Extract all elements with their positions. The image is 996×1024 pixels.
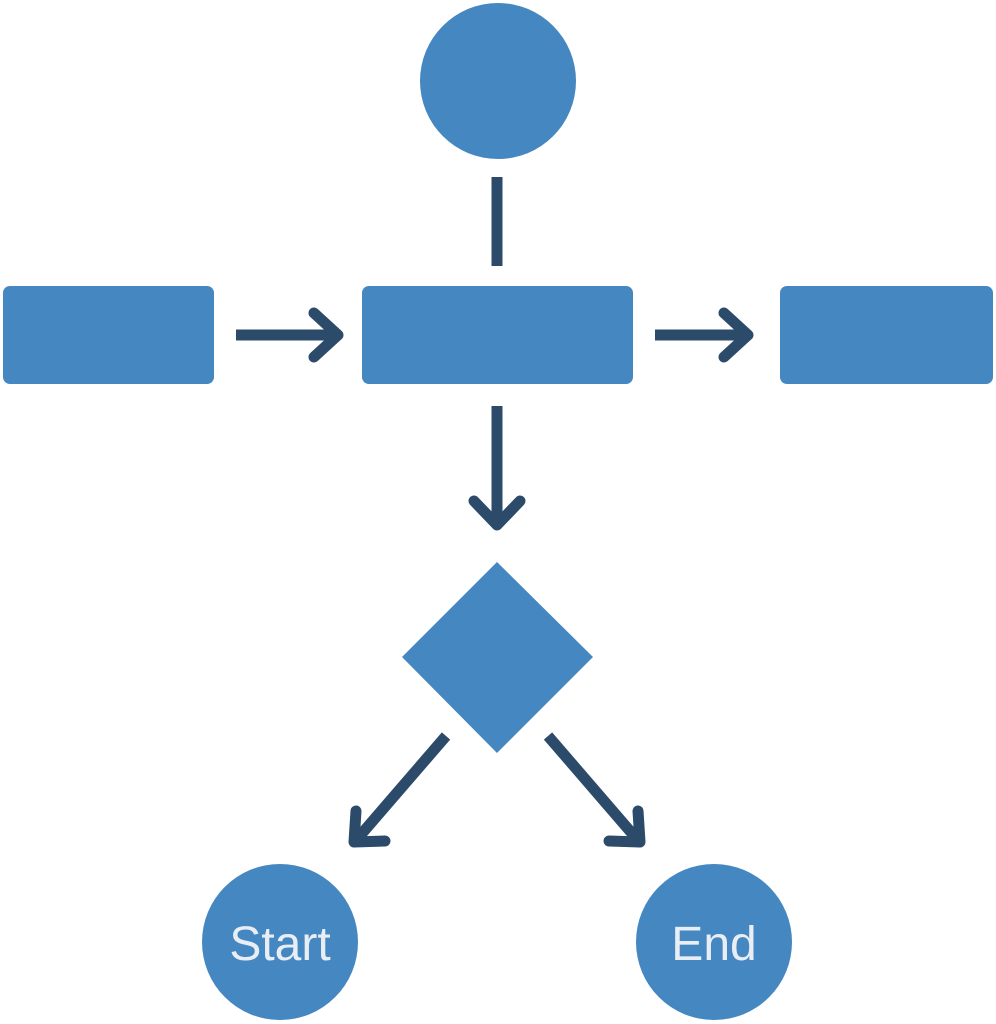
connector-decision-to-start	[348, 732, 451, 848]
arrowhead-icon	[468, 495, 526, 531]
left-box-node	[3, 286, 214, 384]
end-label: End	[671, 918, 756, 971]
arrowhead-icon	[348, 805, 391, 848]
center-box-node	[362, 286, 633, 384]
right-box-node	[780, 286, 993, 384]
arrowhead-icon	[603, 805, 646, 848]
arrowhead-icon	[718, 307, 754, 363]
end-node	[636, 864, 792, 1020]
connector-line	[543, 732, 641, 842]
decision-diamond-node	[402, 562, 593, 753]
connector-decision-to-end	[543, 732, 646, 848]
connector-center-box-to-right-box	[655, 307, 754, 363]
arrowhead-icon	[308, 307, 344, 363]
top-circle-node	[420, 3, 576, 159]
start-label: Start	[229, 918, 330, 971]
connector-center-box-to-decision	[468, 406, 526, 531]
connector-line	[353, 732, 451, 842]
start-node	[202, 864, 358, 1020]
connector-left-box-to-center-box	[236, 307, 344, 363]
